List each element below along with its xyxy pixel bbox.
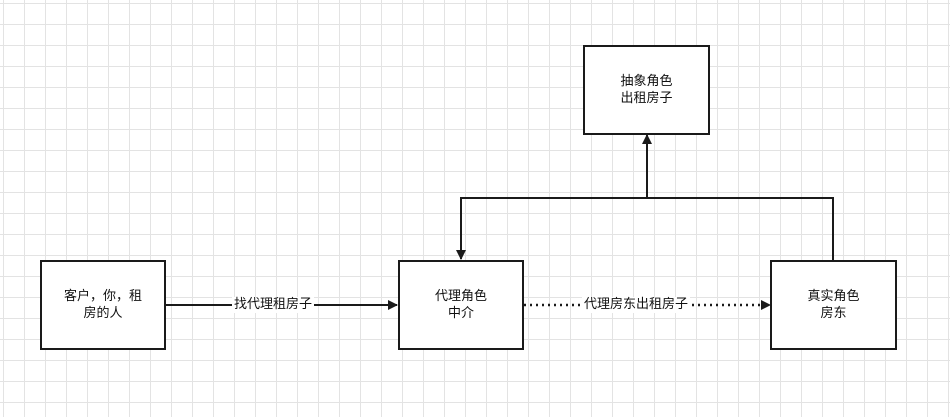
edge-junction-to-proxy [456,197,647,260]
node-abstract-role-label: 抽象角色 出租房子 [620,74,673,106]
node-proxy-role-label: 代理角色 中介 [434,289,487,321]
node-proxy-role[interactable]: 代理角色 中介 [398,260,524,350]
node-real-role[interactable]: 真实角色 房东 [770,260,897,350]
node-abstract-role[interactable]: 抽象角色 出租房子 [583,45,710,135]
node-client-label: 客户，你，租 房的人 [63,289,142,321]
edge-real-to-junction [647,197,834,260]
node-real-role-label: 真实角色 房东 [807,289,860,321]
edge-label-proxy-to-real: 代理房东出租房子 [582,297,691,313]
edge-label-client-to-proxy: 找代理租房子 [232,297,315,313]
node-client[interactable]: 客户，你，租 房的人 [40,260,166,350]
